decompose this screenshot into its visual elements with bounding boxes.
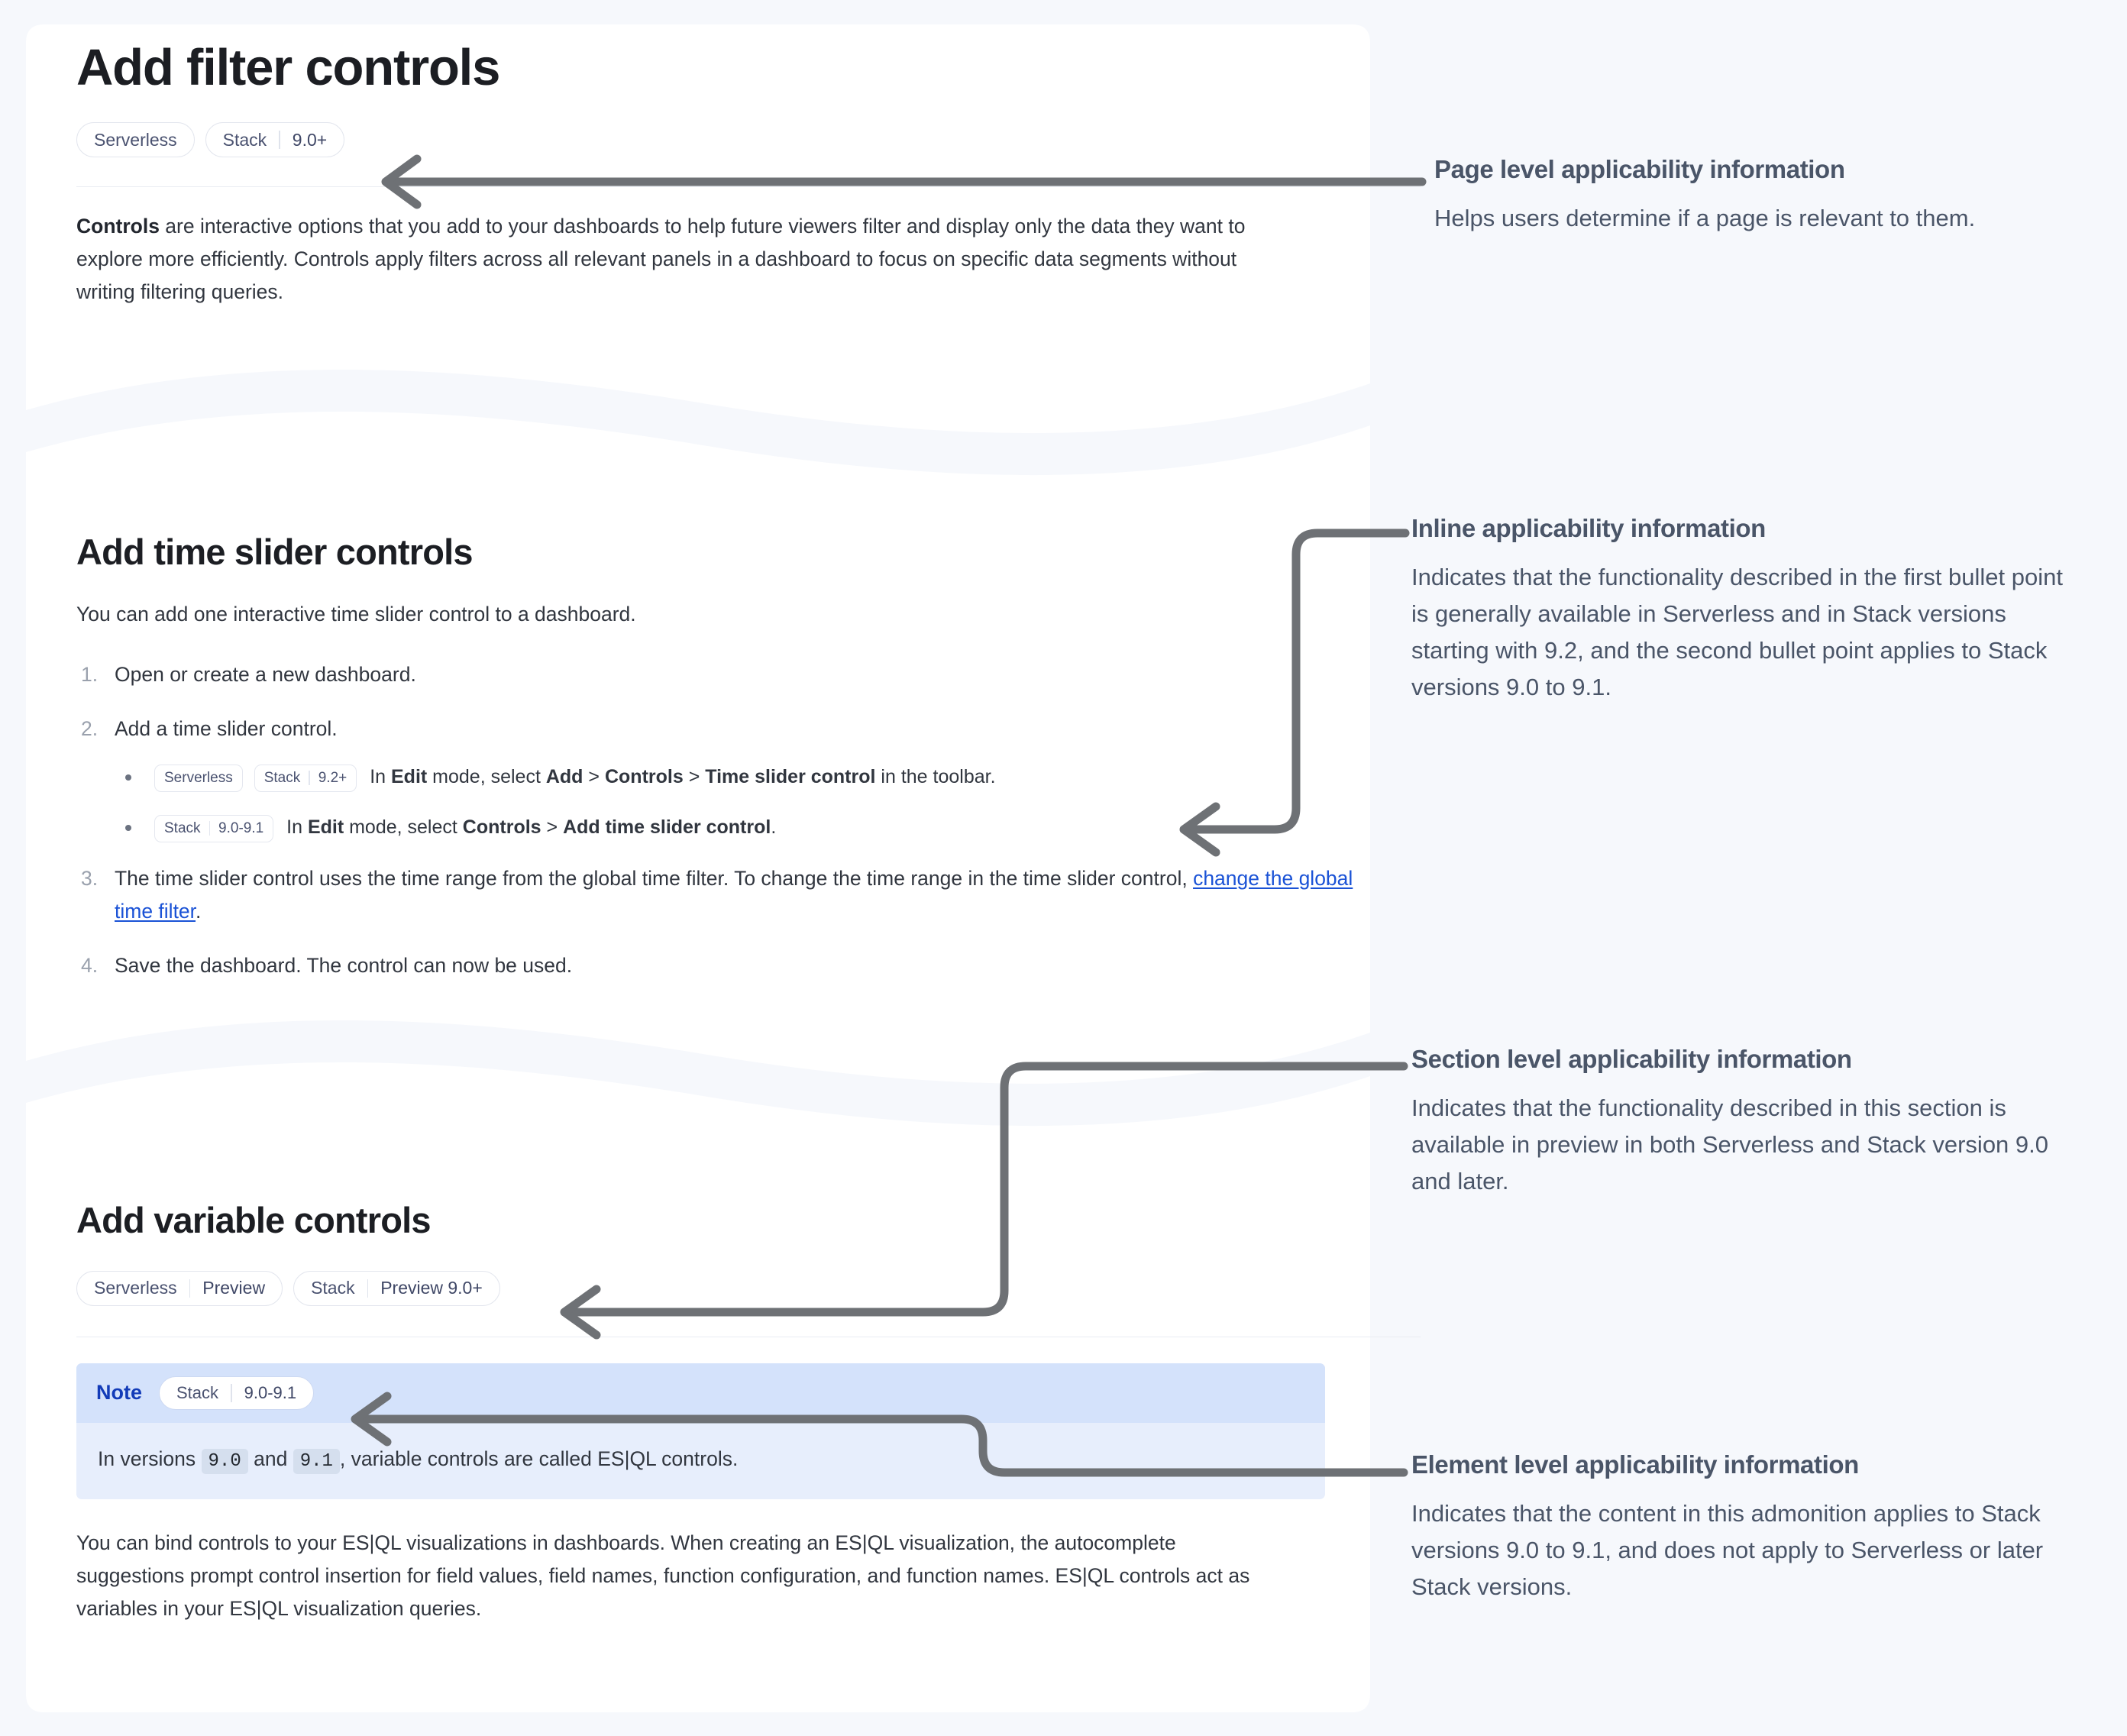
note-header: Note Stack 9.0-9.1 — [76, 1363, 1325, 1423]
note-text-pre: In versions — [98, 1447, 202, 1470]
pill-version: Preview — [202, 1278, 266, 1298]
bullet-sep-2: > — [683, 766, 706, 788]
annotation-section-level: Section level applicability information … — [1411, 1044, 2083, 1200]
bullet-tail: . — [771, 816, 777, 839]
section-intro-time-slider: You can add one interactive time slider … — [76, 602, 636, 626]
step-item: The time slider control uses the time ra… — [76, 862, 1359, 928]
time-slider-steps: Open or create a new dashboard. Add a ti… — [76, 658, 1421, 983]
intro-paragraph: Controls are interactive options that yo… — [76, 210, 1298, 309]
step-tail: . — [196, 900, 202, 923]
page-applicability-pills: Serverless Stack 9.0+ — [76, 122, 1421, 158]
note-text-post: , variable controls are called ES|QL con… — [339, 1447, 739, 1470]
annotation-title: Section level applicability information — [1411, 1045, 1852, 1073]
applicability-pill-serverless[interactable]: Serverless — [76, 122, 195, 158]
pill-product-name: Serverless — [94, 1278, 177, 1298]
intro-lead: Controls — [76, 215, 160, 238]
annotation-inline: Inline applicability information Indicat… — [1411, 513, 2083, 706]
annotation-element-level: Element level applicability information … — [1411, 1450, 2083, 1605]
bullet-bold-2: Controls — [462, 816, 541, 839]
pill-version: 9.0+ — [292, 129, 328, 150]
code-span-version-91: 9.1 — [293, 1448, 340, 1474]
note-text-mid: and — [247, 1447, 293, 1470]
annotation-body: Indicates that the functionality describ… — [1411, 563, 2063, 700]
step-item: Open or create a new dashboard. — [76, 658, 1421, 691]
bullet-sep-1: > — [583, 766, 605, 788]
annotation-body: Indicates that the content in this admon… — [1411, 1499, 2044, 1600]
time-slider-section: Add time slider controls You can add one… — [26, 532, 1466, 1004]
step-item: Add a time slider control. Serverless St… — [76, 713, 1421, 843]
annotation-title: Element level applicability information — [1411, 1450, 1859, 1479]
step-item: Save the dashboard. The control can now … — [76, 949, 1421, 982]
pill-product-name: Stack — [222, 129, 267, 150]
bullet-mid-1: mode, select — [427, 766, 546, 788]
note-applicability-badge-stack[interactable]: Stack 9.0-9.1 — [159, 1376, 315, 1410]
badge-product-name: Stack — [263, 769, 301, 786]
pill-version: 9.0-9.1 — [244, 1382, 297, 1402]
variable-controls-paragraph: You can bind controls to your ES|QL visu… — [76, 1531, 1250, 1620]
badge-version: 9.2+ — [318, 769, 347, 786]
step-text: Add a time slider control. — [115, 716, 338, 740]
badge-divider — [309, 771, 310, 786]
pill-divider — [231, 1383, 232, 1402]
note-label: Note — [96, 1381, 142, 1405]
global-time-filter-link[interactable]: change the global time filter — [115, 867, 1353, 923]
inline-badge-stack[interactable]: Stack 9.2+ — [254, 764, 357, 792]
annotation-page-level: Page level applicability information Hel… — [1434, 154, 2106, 237]
pill-divider — [367, 1279, 369, 1298]
applicability-pill-stack[interactable]: Stack 9.0+ — [205, 122, 345, 158]
header-divider — [76, 186, 1421, 188]
bullet-bold-3: Controls — [604, 766, 684, 788]
pill-product-name: Stack — [176, 1382, 219, 1402]
bullet-tail: in the toolbar. — [875, 766, 996, 788]
list-item: Serverless Stack 9.2+ In Edit mode, sele… — [115, 761, 1421, 792]
section-title-variable: Add variable controls — [76, 1200, 432, 1240]
pill-divider — [279, 131, 280, 150]
inline-badge-stack[interactable]: Stack 9.0-9.1 — [154, 814, 274, 842]
step-text: Save the dashboard. The control can now … — [115, 954, 573, 978]
list-item: Stack 9.0-9.1 In Edit mode, select Contr… — [115, 812, 1421, 842]
bullet-bold-1: Edit — [307, 816, 344, 839]
intro-rest: are interactive options that you add to … — [76, 215, 1246, 304]
bullet-prefix: In — [286, 816, 308, 839]
pill-version: Preview 9.0+ — [380, 1278, 483, 1298]
annotation-title: Inline applicability information — [1411, 514, 1766, 542]
pill-product-name: Serverless — [94, 129, 177, 150]
page-header-panel: Add filter controls Serverless Stack 9.0… — [26, 39, 1466, 309]
section-applicability-pills: Serverless Preview Stack Preview 9.0+ — [76, 1270, 1421, 1306]
pill-divider — [189, 1279, 191, 1298]
applicability-pill-stack-preview[interactable]: Stack Preview 9.0+ — [293, 1270, 500, 1306]
bullet-prefix: In — [370, 766, 391, 788]
bullet-bold-4: Time slider control — [705, 766, 876, 788]
code-span-version-90: 9.0 — [201, 1448, 248, 1474]
step-text: Open or create a new dashboard. — [115, 662, 416, 686]
bullet-bold-2: Add — [545, 766, 583, 788]
page-title: Add filter controls — [76, 39, 500, 96]
bullet-sep-1: > — [541, 816, 564, 839]
note-body: In versions 9.0 and 9.1, variable contro… — [76, 1423, 1325, 1499]
annotation-title: Page level applicability information — [1434, 155, 1845, 183]
section-title-time-slider: Add time slider controls — [76, 532, 474, 572]
bullet-mid-1: mode, select — [344, 816, 463, 839]
inline-badge-serverless[interactable]: Serverless — [154, 764, 243, 792]
annotation-body: Indicates that the functionality describ… — [1411, 1094, 2049, 1195]
bullet-text: In Edit mode, select Controls > Add time… — [286, 816, 776, 838]
applicability-pill-serverless-preview[interactable]: Serverless Preview — [76, 1270, 283, 1306]
variable-controls-section: Add variable controls Serverless Preview… — [26, 1201, 1466, 1625]
bullet-bold-1: Edit — [391, 766, 428, 788]
pill-product-name: Stack — [311, 1278, 355, 1298]
annotation-body: Helps users determine if a page is relev… — [1434, 204, 1976, 231]
step-text: The time slider control uses the time ra… — [115, 867, 1194, 891]
documentation-preview: Add filter controls Serverless Stack 9.0… — [26, 24, 1421, 1712]
time-slider-substeps: Serverless Stack 9.2+ In Edit mode, sele… — [115, 761, 1421, 842]
bullet-bold-3: Add time slider control — [563, 816, 771, 839]
badge-product-name: Serverless — [164, 769, 233, 786]
note-admonition: Note Stack 9.0-9.1 In versions 9.0 and 9… — [76, 1363, 1325, 1500]
badge-divider — [208, 821, 211, 836]
badge-product-name: Stack — [164, 820, 201, 836]
bullet-text: In Edit mode, select Add > Controls > Ti… — [370, 766, 995, 787]
badge-version: 9.0-9.1 — [218, 820, 264, 836]
